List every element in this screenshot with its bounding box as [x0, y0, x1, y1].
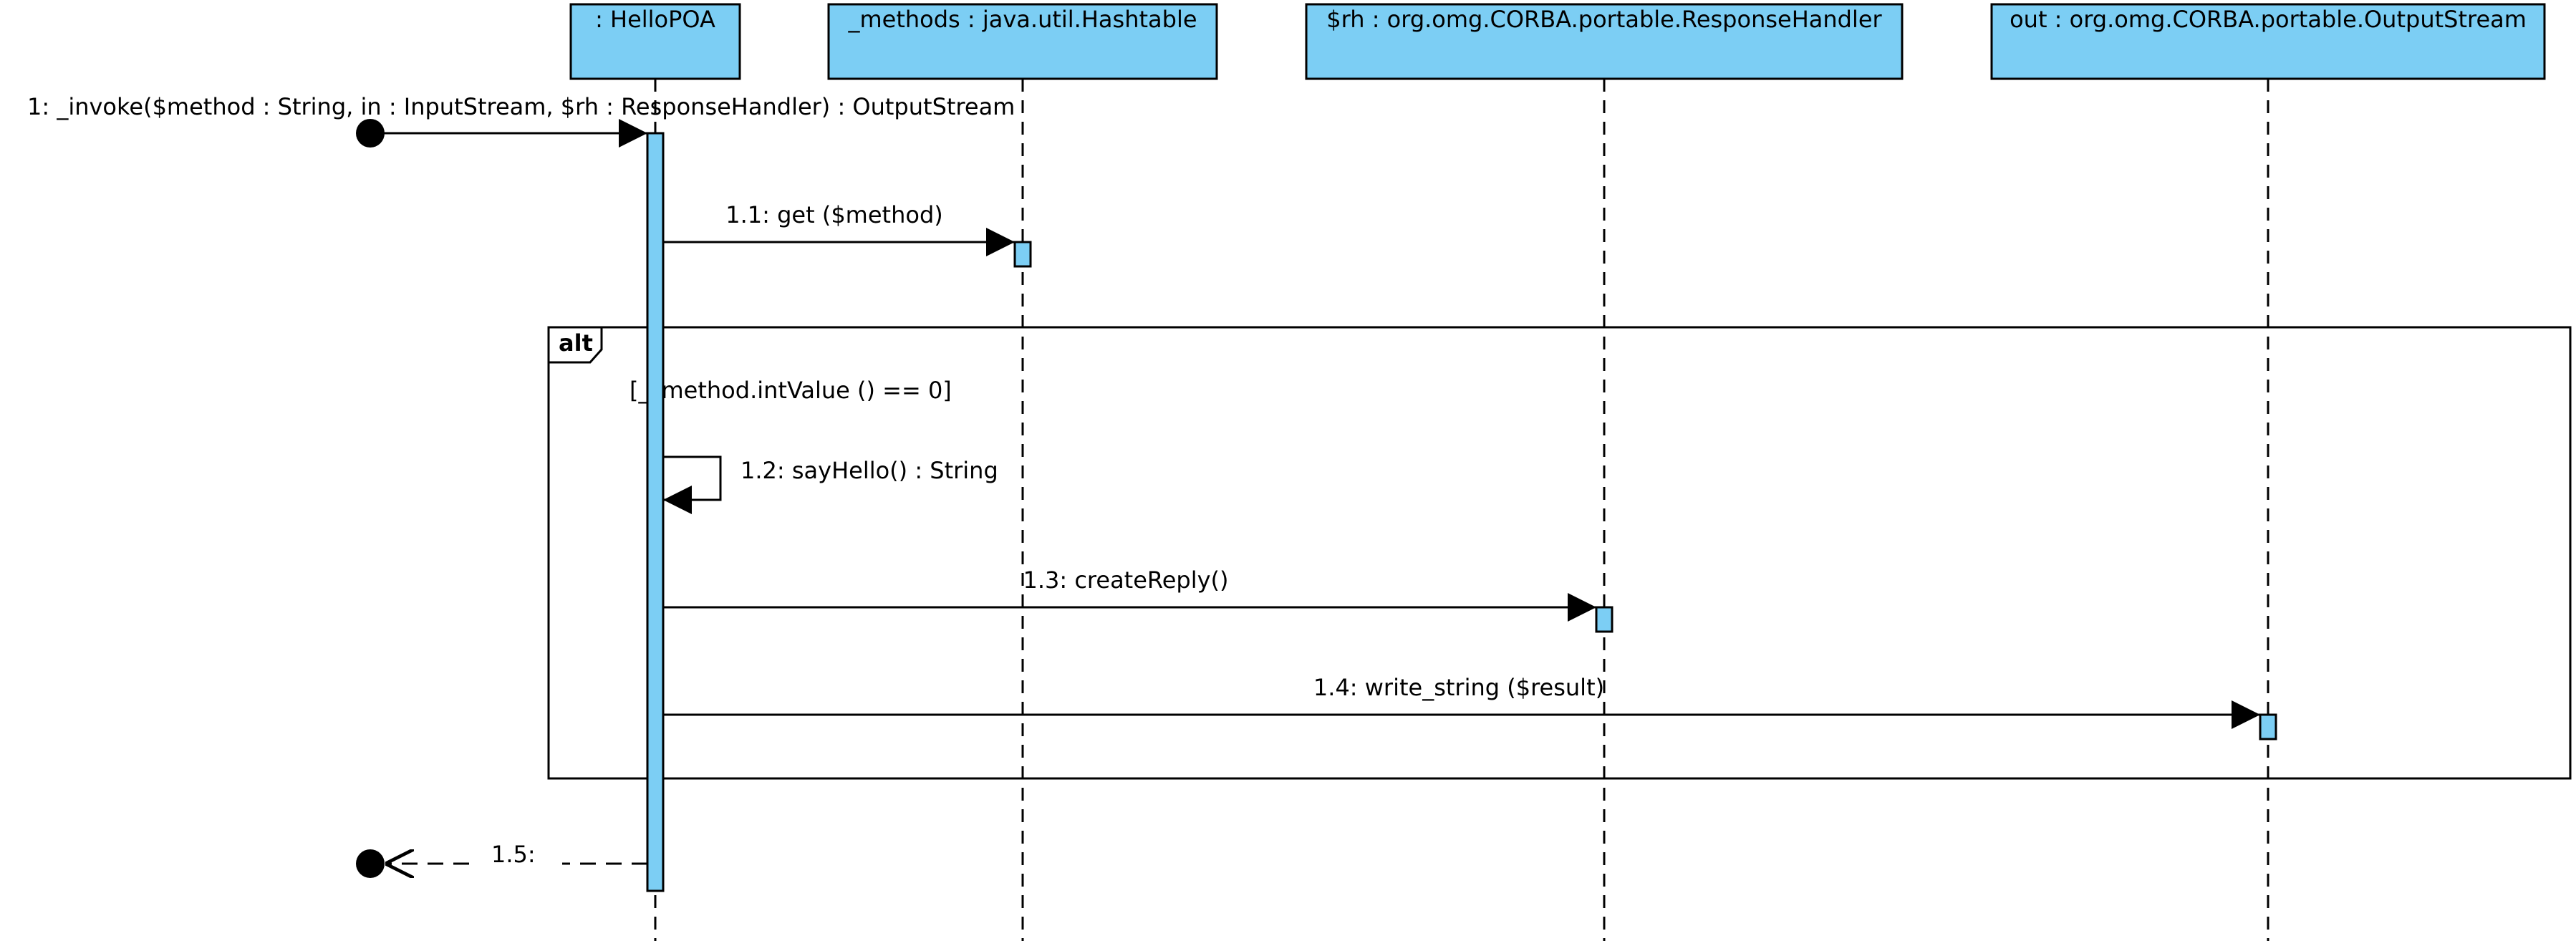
lifeline-out-label: out : org.omg.CORBA.portable.OutputStrea… [2010, 6, 2527, 33]
activation-out [2259, 713, 2277, 740]
lost-message-dot [356, 849, 385, 878]
message-1-4-label: 1.4: write_string ($result) [1313, 674, 1604, 701]
message-1-5-label: 1.5: [491, 841, 536, 868]
message-1-2[interactable]: 1.2: sayHello() : String [663, 455, 998, 514]
message-1-3[interactable]: 1.3: createReply() [663, 566, 1596, 622]
activation-methods [1013, 241, 1032, 268]
message-1-3-label: 1.3: createReply() [1023, 566, 1228, 594]
alt-fragment-tab [547, 326, 603, 364]
alt-operator-label: alt [559, 329, 593, 357]
message-1-2-arrow [663, 455, 722, 514]
alt-guard-label: [__method.intValue () == 0] [629, 377, 952, 404]
lifeline-methods[interactable]: _methods : java.util.Hashtable [827, 3, 1218, 941]
alt-fragment-frame [547, 326, 2572, 780]
activation-hellopoa [646, 132, 665, 892]
lifeline-methods-label: _methods : java.util.Hashtable [847, 6, 1197, 33]
lifeline-hellopoa-head[interactable] [569, 3, 741, 80]
alt-fragment[interactable]: alt [__method.intValue () == 0] [547, 326, 2572, 780]
activation-rh [1595, 606, 1613, 633]
message-1-4[interactable]: 1.4: write_string ($result) [663, 674, 2260, 729]
lifeline-methods-head[interactable] [827, 3, 1218, 80]
lifeline-hellopoa[interactable]: : HelloPOA [569, 3, 741, 941]
message-1-1-label: 1.1: get ($method) [725, 201, 942, 228]
message-1[interactable]: 1: _invoke($method : String, in : InputS… [27, 93, 1015, 148]
lifeline-hellopoa-label: : HelloPOA [595, 6, 715, 33]
message-1-label: 1: _invoke($method : String, in : InputS… [27, 93, 1015, 120]
lifeline-rh-label: $rh : org.omg.CORBA.portable.ResponseHan… [1326, 6, 1882, 33]
message-1-1[interactable]: 1.1: get ($method) [663, 201, 1015, 256]
lifeline-out[interactable]: out : org.omg.CORBA.portable.OutputStrea… [1990, 3, 2546, 941]
message-1-2-label: 1.2: sayHello() : String [741, 457, 998, 484]
lifeline-out-head[interactable] [1990, 3, 2546, 80]
lifeline-rh[interactable]: $rh : org.omg.CORBA.portable.ResponseHan… [1305, 3, 1904, 941]
message-1-5[interactable]: 1.5: [356, 841, 647, 878]
